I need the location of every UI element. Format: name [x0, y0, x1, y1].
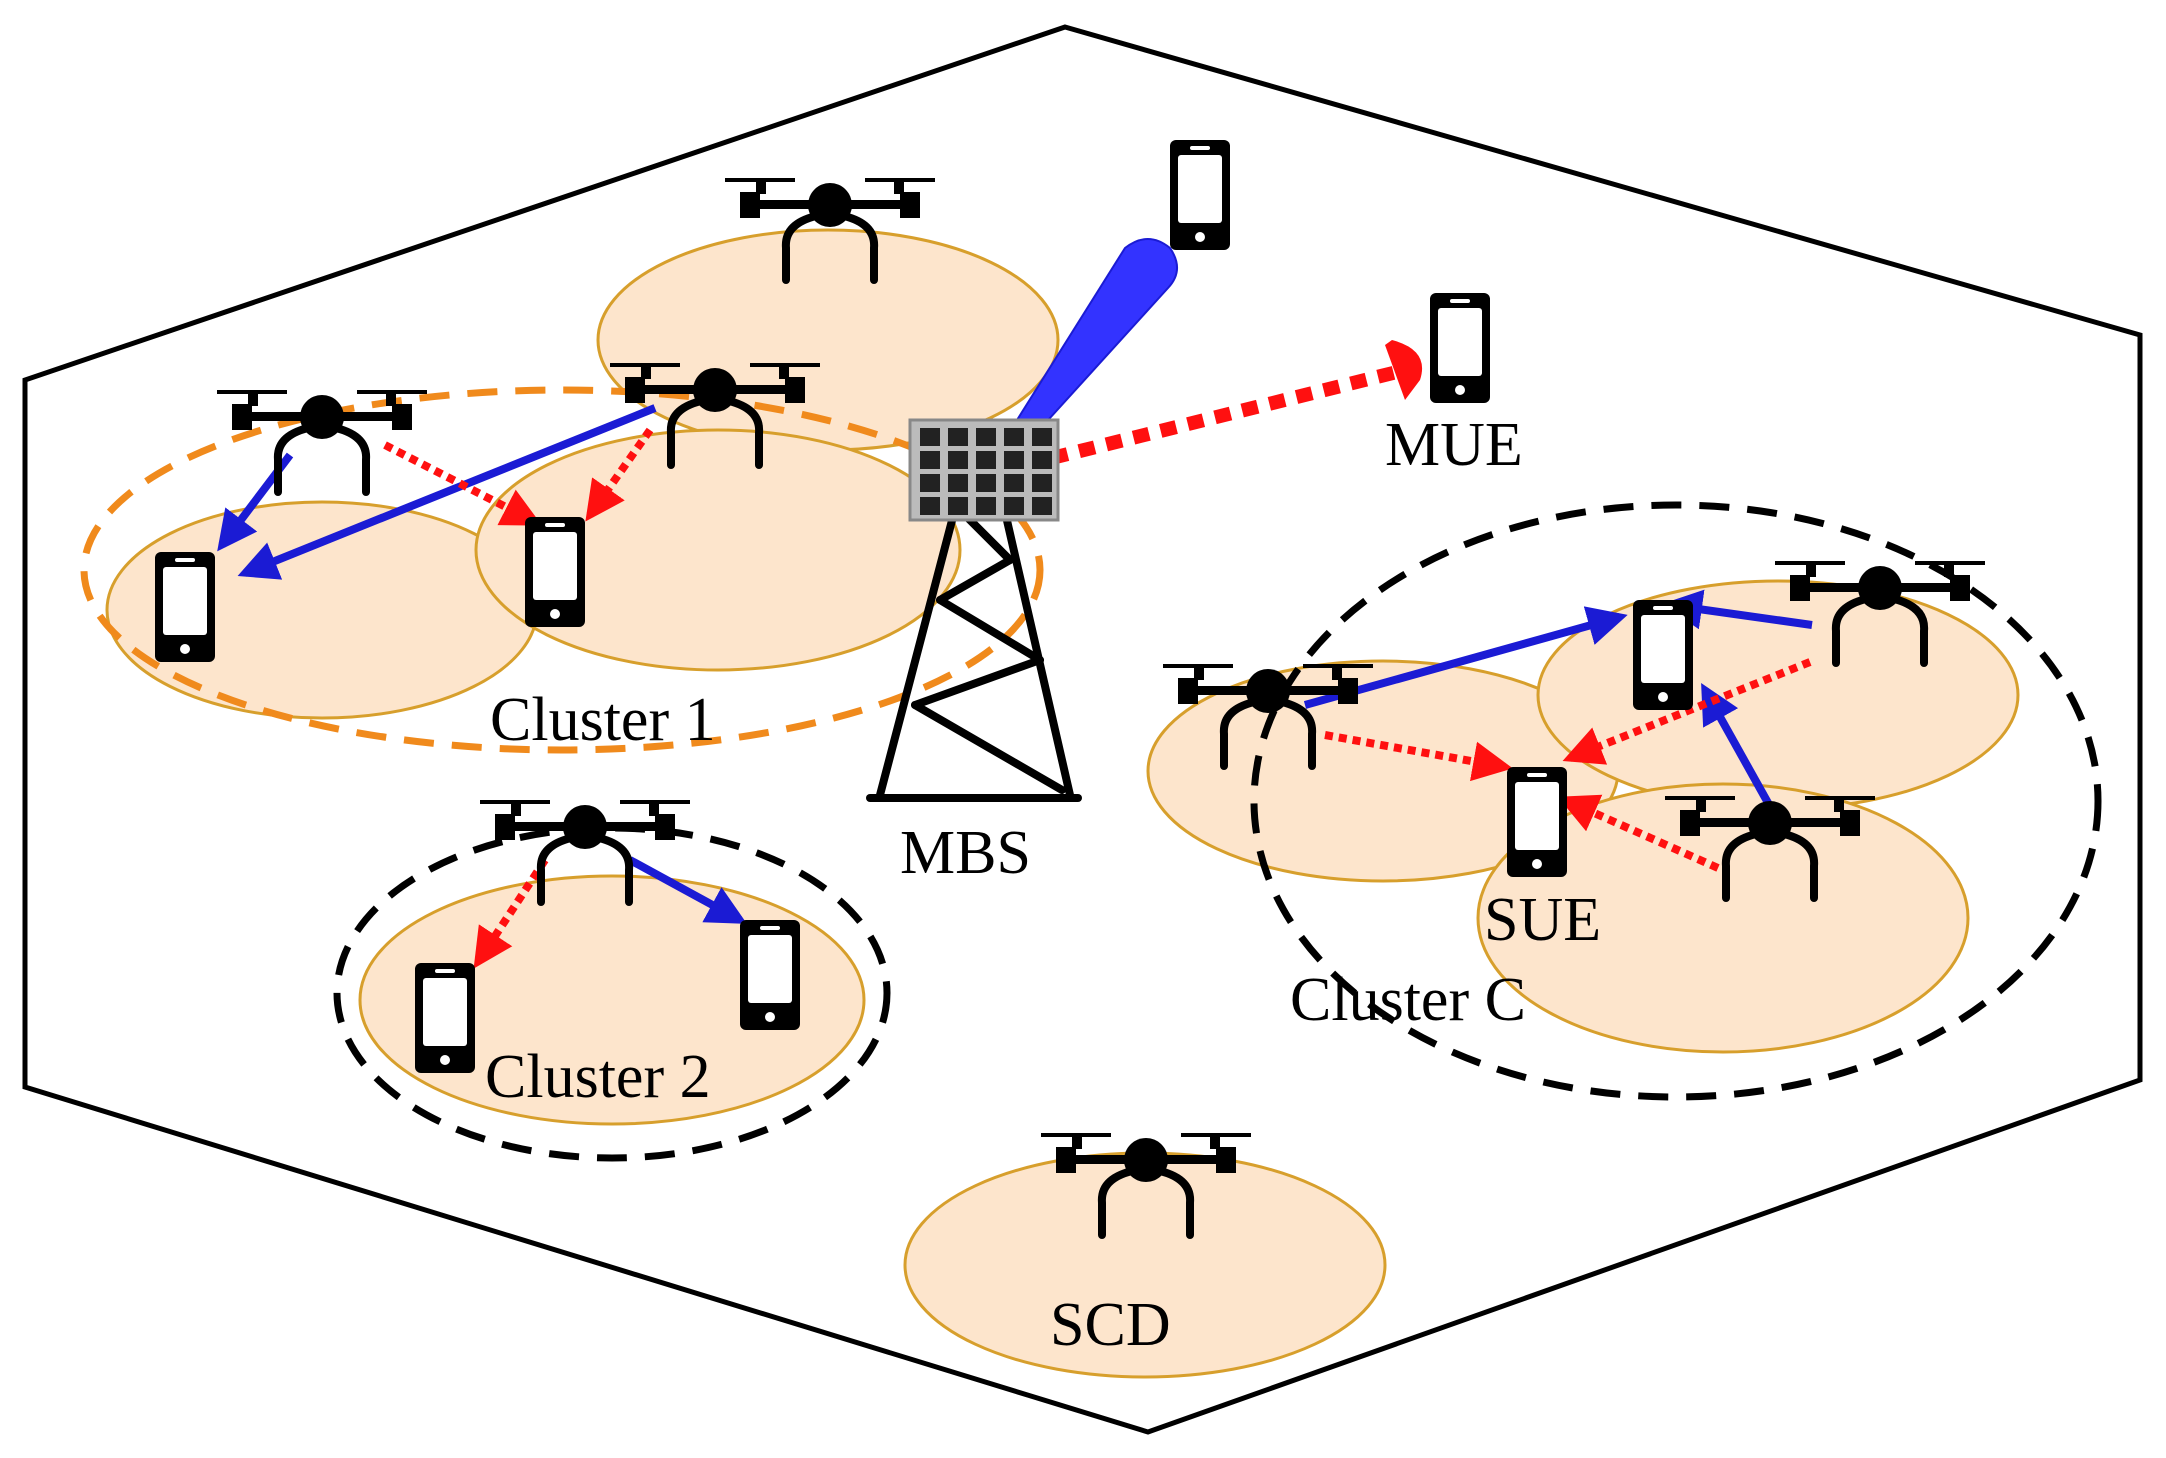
mbs-serving-beam — [1010, 238, 1178, 442]
phone-icon — [1430, 293, 1490, 403]
phone-icon — [1507, 767, 1567, 877]
drone-icon — [217, 392, 427, 492]
interference-link-arrow — [1324, 731, 1513, 782]
interference-link-arrow — [383, 441, 543, 526]
cluster-1-label: Cluster 1 — [490, 686, 716, 754]
phone-icon — [1633, 600, 1693, 710]
mbs-label: MBS — [900, 819, 1031, 887]
cluster-1-outline — [80, 386, 1044, 754]
phone-icon — [740, 920, 800, 1030]
interference-links — [383, 427, 1812, 969]
phone-icon — [525, 517, 585, 627]
interference-link-arrow — [1562, 658, 1812, 765]
interference-link-arrow — [473, 857, 549, 969]
mbs-interference-beam — [1050, 363, 1407, 465]
phone-icon — [1170, 140, 1230, 250]
mue-label: MUE — [1385, 411, 1523, 479]
cluster-2-outline — [333, 824, 891, 1162]
cluster-c-outline — [1250, 501, 2102, 1101]
scd-label: SCD — [1050, 1291, 1171, 1359]
desired-link-arrow — [237, 404, 657, 580]
cluster-2-label: Cluster 2 — [485, 1043, 711, 1111]
desired-link-arrow — [1701, 683, 1776, 812]
coverage-area — [1536, 579, 2020, 811]
macro-cell-hexagon — [22, 24, 2143, 1435]
mbs-beam-tip — [1385, 340, 1423, 400]
antenna-panel-icon — [908, 418, 1060, 522]
coverage-area — [1476, 782, 1970, 1054]
phone-icon — [155, 552, 215, 662]
desired-link-arrow — [628, 856, 748, 924]
tower-icon — [866, 486, 1082, 802]
desired-link-arrow — [1662, 589, 1813, 630]
interference-link-arrow — [585, 427, 654, 522]
phone-icon — [415, 963, 475, 1073]
cluster-c-label: Cluster C — [1290, 966, 1526, 1034]
sue-label: SUE — [1484, 886, 1601, 954]
